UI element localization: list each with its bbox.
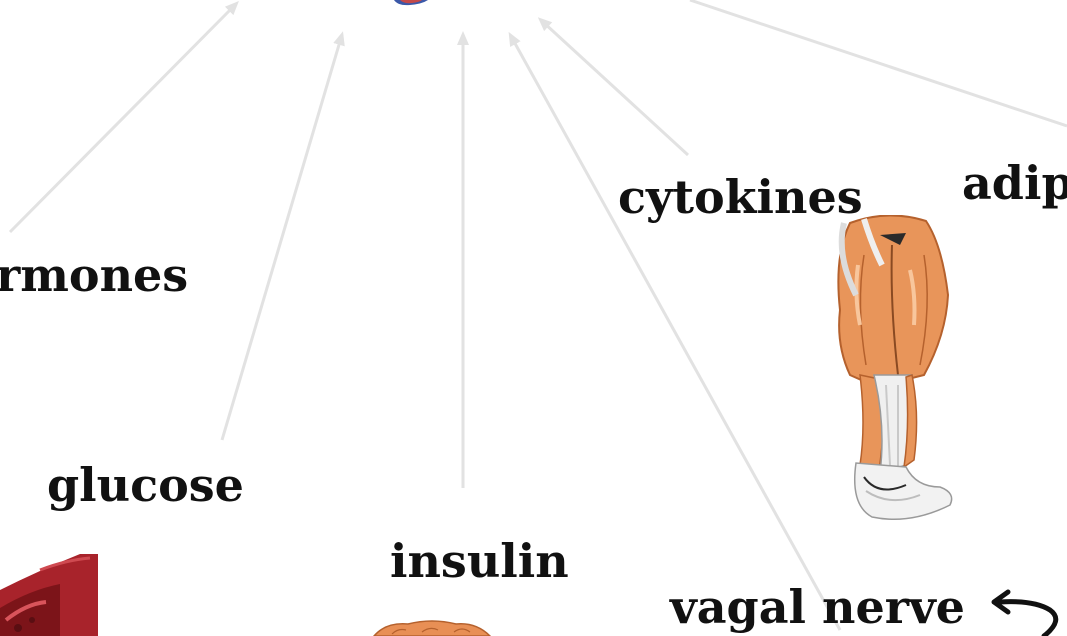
label-cytokines: cytokines xyxy=(618,174,863,220)
leg-muscle-illustration xyxy=(820,215,960,525)
arrow-glucose xyxy=(222,38,341,440)
blood-vessel-partial xyxy=(0,550,100,636)
top-organ-partial xyxy=(388,0,468,8)
arrow-adipokines xyxy=(690,0,1067,126)
pancreas-partial xyxy=(372,620,492,636)
label-glucose: glucose xyxy=(47,462,244,508)
arrow-hormones xyxy=(10,6,234,232)
label-insulin: insulin xyxy=(390,538,569,584)
label-adipokines: adip xyxy=(962,160,1067,206)
label-hormones: rmones xyxy=(0,252,188,298)
label-vagal-nerve: vagal nerve xyxy=(670,584,965,630)
curved-arrow-icon xyxy=(988,586,1067,636)
